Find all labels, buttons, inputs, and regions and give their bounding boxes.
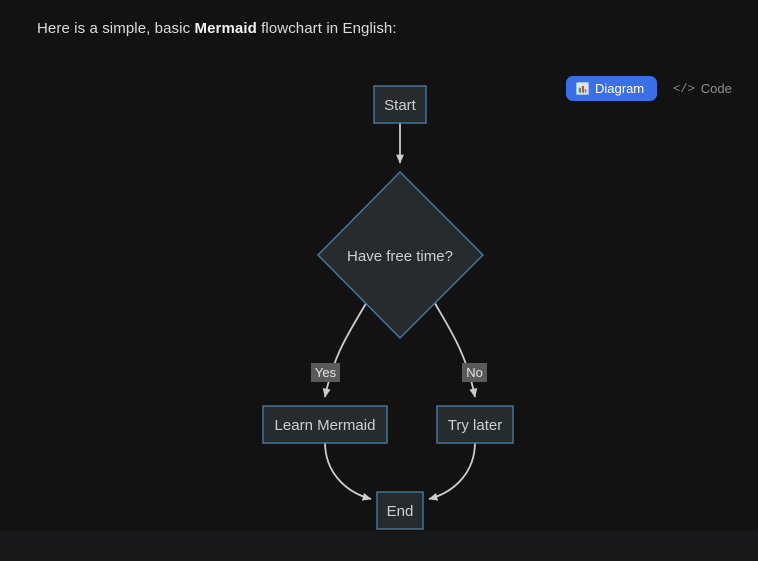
node-try-later-label: Try later <box>448 417 502 434</box>
intro-text: Here is a simple, basic Mermaid flowchar… <box>37 20 397 37</box>
edge-label-no-text: No <box>466 365 483 380</box>
edge-label-no: No <box>462 363 487 382</box>
node-learn-mermaid-label: Learn Mermaid <box>275 417 376 434</box>
node-end[interactable]: End <box>376 491 424 530</box>
bar-chart-icon <box>576 82 589 95</box>
tab-code[interactable]: </> Code <box>663 76 745 101</box>
tab-diagram-label: Diagram <box>595 81 645 96</box>
intro-prefix: Here is a simple, basic <box>37 20 195 37</box>
node-start-label: Start <box>384 97 417 114</box>
intro-suffix: flowchart in English: <box>256 20 397 37</box>
edge-label-yes: Yes <box>311 363 340 382</box>
node-start[interactable]: Start <box>373 85 427 124</box>
node-decision[interactable]: Have free time? <box>317 171 484 339</box>
bottom-panel-band <box>0 531 758 561</box>
code-brackets-icon: </> <box>673 81 695 96</box>
node-learn-mermaid[interactable]: Learn Mermaid <box>262 405 388 444</box>
tab-diagram[interactable]: Diagram <box>566 76 658 101</box>
node-end-label: End <box>387 503 414 520</box>
edge-decision-to-learn <box>322 299 369 398</box>
edge-label-yes-text: Yes <box>315 365 337 380</box>
node-try-later[interactable]: Try later <box>436 405 514 444</box>
tab-code-label: Code <box>700 81 732 96</box>
view-toggle: Diagram </> Code <box>563 73 748 104</box>
edge-decision-to-later <box>432 299 478 398</box>
edge-later-to-end <box>428 441 476 501</box>
node-decision-label: Have free time? <box>347 248 453 265</box>
edge-learn-to-end <box>324 441 372 501</box>
intro-emphasis: Mermaid <box>194 20 257 37</box>
